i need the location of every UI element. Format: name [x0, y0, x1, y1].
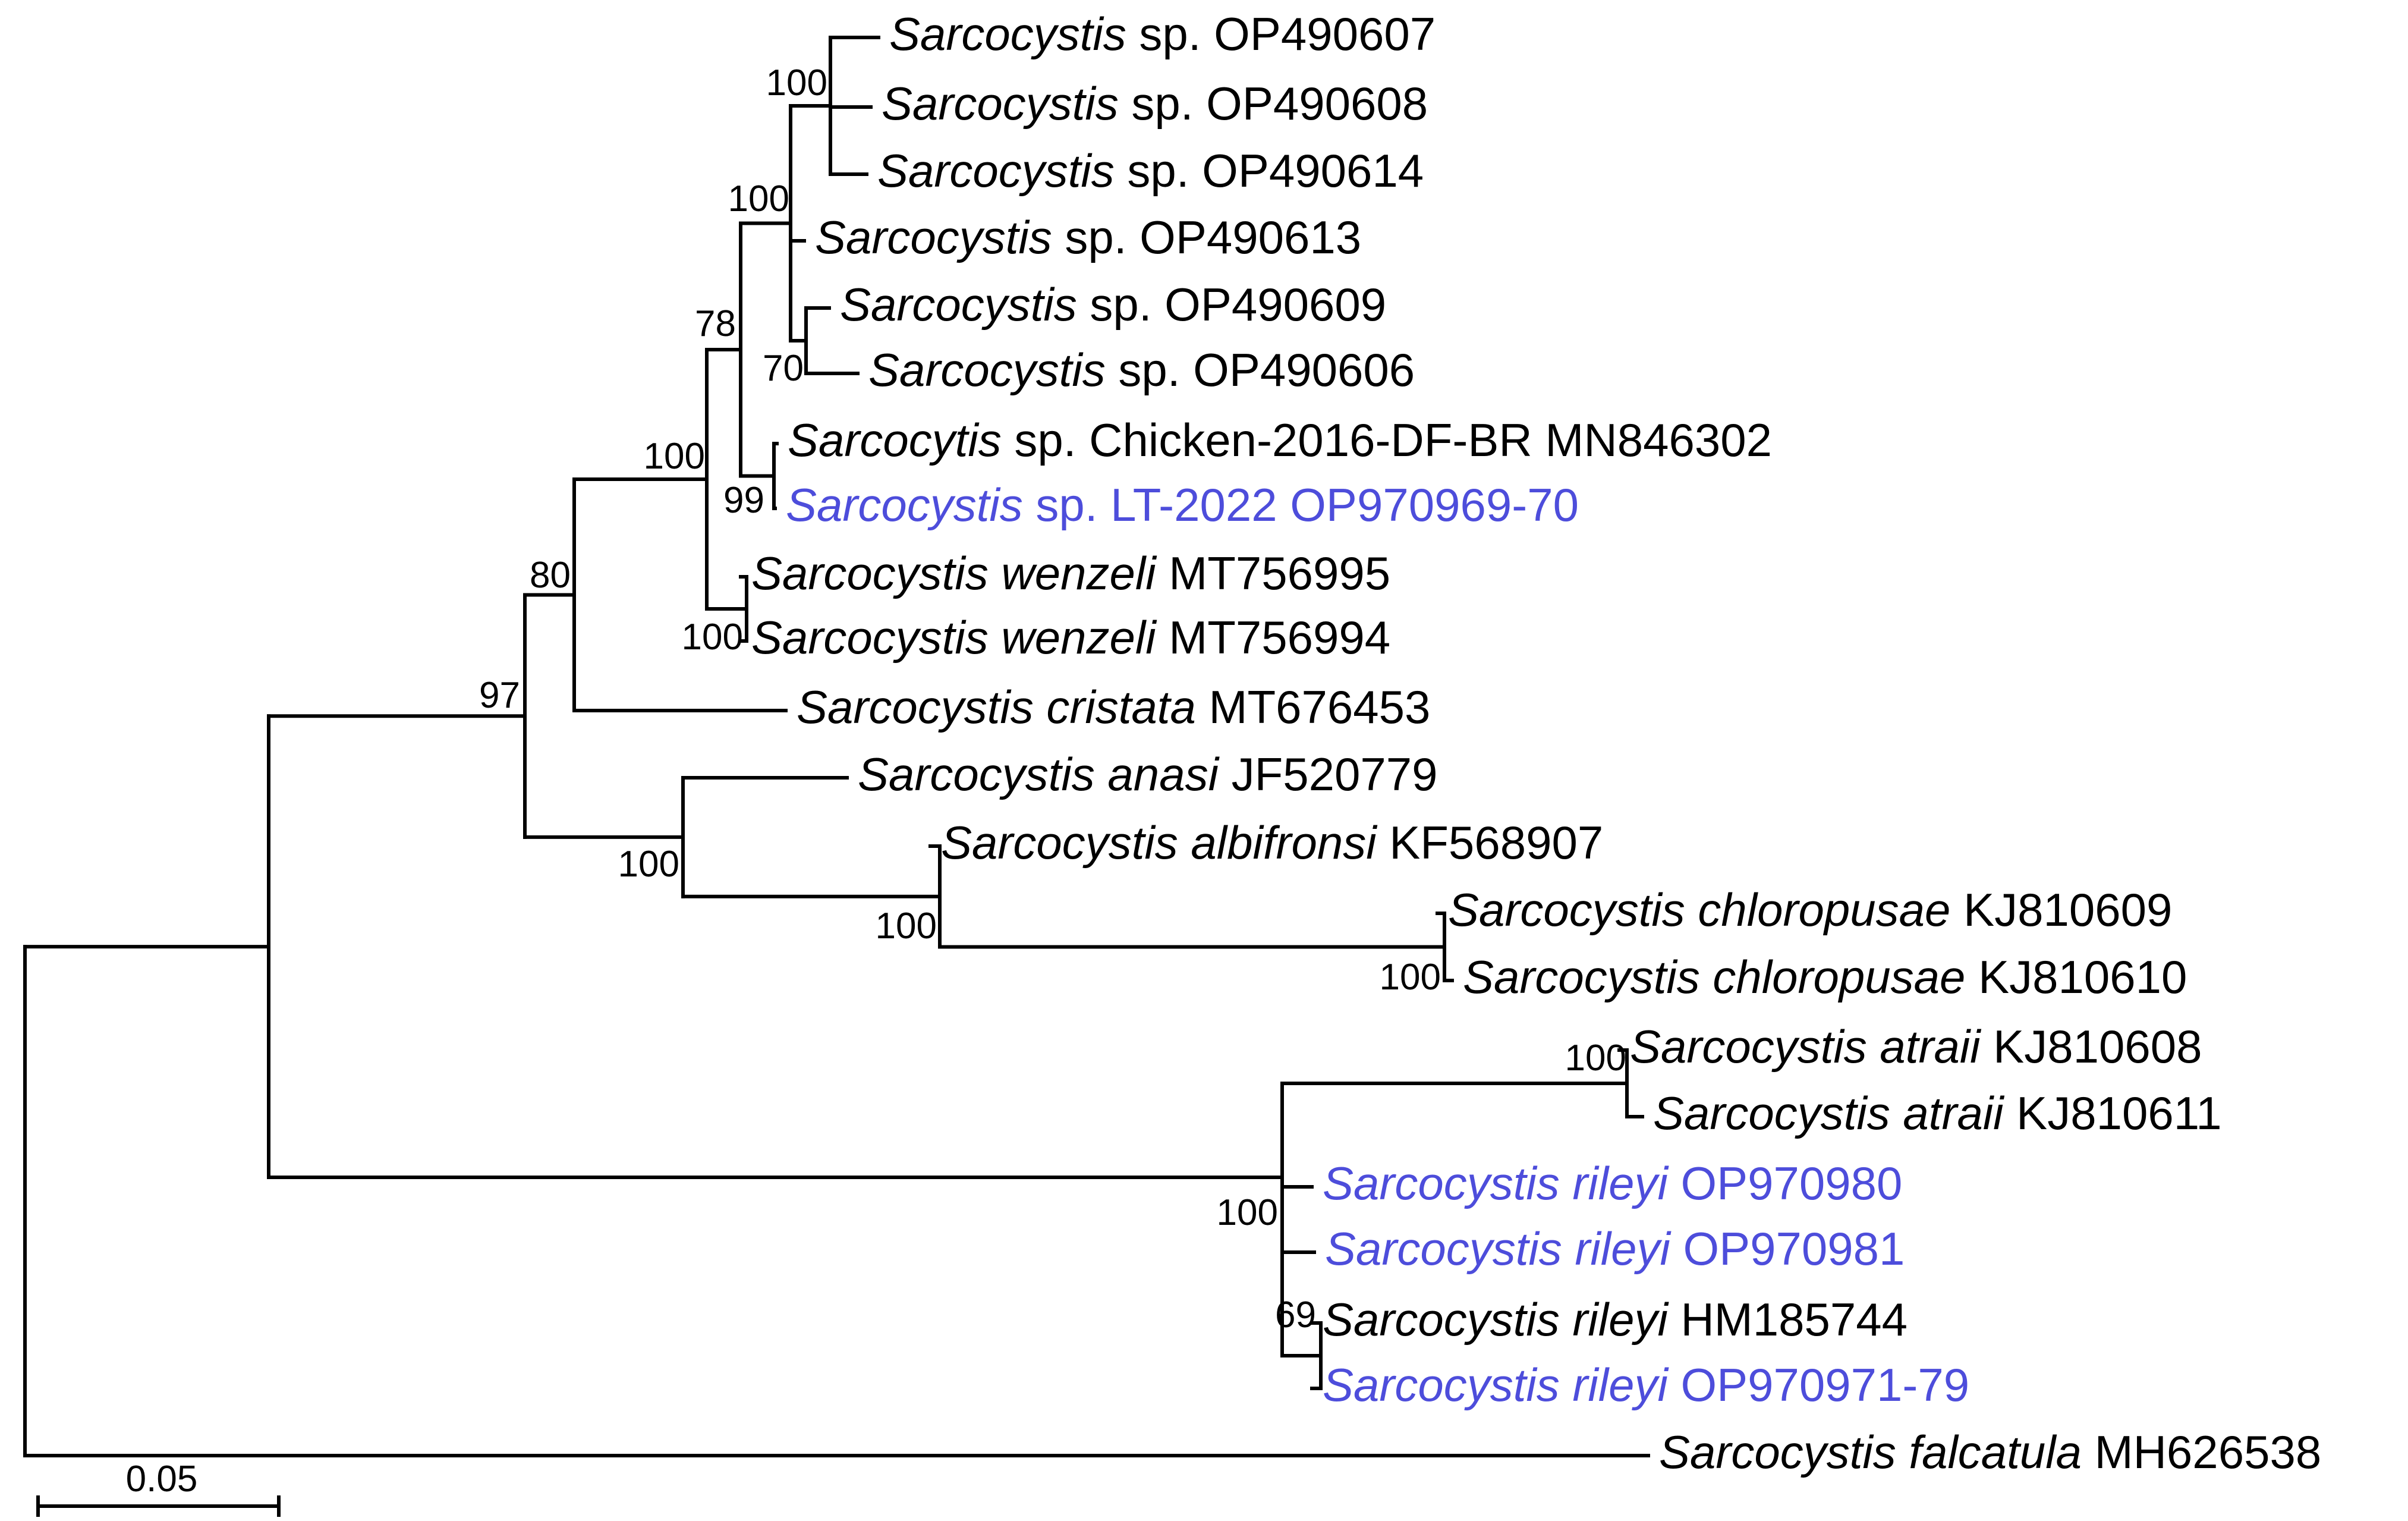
- scale-bar-line: [36, 1495, 281, 1517]
- taxon-label: Sarcocystis albifronsi KF568907: [941, 816, 1603, 869]
- taxon-species-name: Sarcocystis: [786, 479, 1023, 531]
- taxon-species-name: Sarcocystis rileyi: [1323, 1157, 1669, 1209]
- taxon-label: Sarcocystis atraii KJ810608: [1630, 1020, 2202, 1073]
- taxon-accession: KJ810609: [1950, 884, 2172, 936]
- taxon-species-name: Sarcocystis: [882, 77, 1119, 130]
- bootstrap-value: 70: [763, 348, 804, 389]
- taxon-label: Sarcocystis chloropusae KJ810610: [1463, 951, 2187, 1003]
- taxon-species-name: Sarcocystis anasi: [858, 748, 1220, 800]
- taxon-species-name: Sarcocystis rileyi: [1323, 1359, 1669, 1411]
- bootstrap-value: 100: [728, 178, 789, 219]
- bootstrap-value: 97: [479, 675, 520, 716]
- scale-bar: 0.05: [36, 1459, 281, 1517]
- taxon-accession: KJ810608: [1981, 1020, 2202, 1073]
- taxon-species-name: Sarcocystis rileyi: [1325, 1223, 1672, 1275]
- taxon-accession: JF520779: [1219, 748, 1438, 800]
- taxon-label: Sarcocystis sp. OP490607: [889, 8, 1436, 60]
- taxon-label: Sarcocystis sp. OP490613: [815, 211, 1361, 263]
- bootstrap-value: 100: [1565, 1038, 1626, 1079]
- taxon-accession: KJ810611: [2004, 1087, 2222, 1139]
- taxon-label: Sarcocystis falcatula MH626538: [1659, 1426, 2321, 1478]
- bootstrap-value: 100: [1380, 957, 1441, 998]
- bootstrap-value: 100: [618, 844, 679, 885]
- taxon-species-name: Sarcocystis: [868, 344, 1106, 396]
- taxon-label: Sarcocystis rileyi OP970980: [1323, 1157, 1902, 1209]
- taxon-label: Sarcocystis wenzeli MT756995: [751, 547, 1390, 599]
- taxon-accession: sp. OP490606: [1106, 344, 1415, 396]
- taxon-accession: OP970971-79: [1668, 1359, 1969, 1411]
- taxon-species-name: Sarcocystis wenzeli: [751, 611, 1157, 664]
- taxon-species-name: Sarcocystis: [840, 278, 1077, 331]
- taxon-species-name: Sarcocystis: [815, 211, 1052, 263]
- taxon-species-name: Sarcocystis wenzeli: [751, 547, 1157, 599]
- bootstrap-value: 100: [876, 906, 937, 947]
- taxon-accession: KJ810610: [1965, 951, 2187, 1003]
- bootstrap-value: 99: [723, 480, 764, 521]
- taxon-label: Sarcocystis sp. OP490614: [877, 144, 1424, 197]
- taxon-accession: sp. OP490613: [1052, 211, 1361, 263]
- taxon-label: Sarcocystis chloropusae KJ810609: [1448, 884, 2172, 936]
- taxon-label: Sarcocystis wenzeli MT756994: [751, 611, 1390, 664]
- taxon-label: Sarcocystis rileyi OP970981: [1325, 1223, 1905, 1275]
- taxon-label: Sarcocystis sp. LT-2022 OP970969-70: [786, 479, 1579, 531]
- bootstrap-value: 100: [766, 62, 827, 103]
- bootstrap-value: 80: [530, 555, 571, 596]
- taxon-accession: MH626538: [2082, 1426, 2321, 1478]
- taxon-label: Sarcocytis sp. Chicken-2016-DF-BR MN8463…: [788, 414, 1772, 466]
- taxon-label: Sarcocystis anasi JF520779: [858, 748, 1438, 800]
- taxon-accession: sp. OP490609: [1077, 278, 1386, 331]
- taxon-species-name: Sarcocystis: [877, 144, 1115, 197]
- bootstrap-value: 78: [695, 303, 736, 344]
- bootstrap-value: 69: [1275, 1294, 1316, 1335]
- taxon-accession: OP970980: [1668, 1157, 1903, 1209]
- tree-branches: [23, 36, 1650, 1457]
- taxon-label: Sarcocystis sp. OP490608: [882, 77, 1428, 130]
- taxon-species-name: Sarcocytis: [788, 414, 1002, 466]
- taxon-label: Sarcocystis sp. OP490609: [840, 278, 1386, 331]
- taxon-accession: sp. Chicken-2016-DF-BR MN846302: [1002, 414, 1772, 466]
- taxon-species-name: Sarcocystis rileyi: [1323, 1293, 1669, 1346]
- taxon-species-name: Sarcocystis albifronsi: [941, 816, 1378, 869]
- taxon-accession: sp. OP490608: [1119, 77, 1428, 130]
- taxon-accession: sp. LT-2022 OP970969-70: [1023, 479, 1579, 531]
- bootstrap-value: 100: [644, 436, 705, 477]
- bootstrap-value: 100: [682, 617, 743, 658]
- bootstrap-values: 100 100 70 99 78 100 100 80 97 100 100 100 100 100 69: [479, 62, 1626, 1335]
- taxon-label: Sarcocystis cristata MT676453: [797, 681, 1430, 733]
- taxon-label: Sarcocystis rileyi HM185744: [1323, 1293, 1907, 1346]
- taxon-species-name: Sarcocystis falcatula: [1659, 1426, 2082, 1478]
- taxon-accession: MT756995: [1156, 547, 1391, 599]
- taxon-label: Sarcocystis sp. OP490606: [868, 344, 1415, 396]
- taxon-species-name: Sarcocystis cristata: [797, 681, 1196, 733]
- taxon-species-name: Sarcocystis: [889, 8, 1126, 60]
- taxon-label: Sarcocystis atraii KJ810611: [1653, 1087, 2222, 1139]
- taxon-accession: sp. OP490607: [1126, 8, 1436, 60]
- taxon-accession: MT756994: [1156, 611, 1391, 664]
- taxon-species-name: Sarcocystis chloropusae: [1463, 951, 1965, 1003]
- scale-bar-label: 0.05: [126, 1459, 198, 1500]
- taxon-species-name: Sarcocystis atraii: [1630, 1020, 1982, 1073]
- taxon-accession: sp. OP490614: [1115, 144, 1424, 197]
- taxon-accession: HM185744: [1668, 1293, 1907, 1346]
- taxon-species-name: Sarcocystis atraii: [1653, 1087, 2005, 1139]
- taxon-label: Sarcocystis rileyi OP970971-79: [1323, 1359, 1969, 1411]
- bootstrap-value: 100: [1217, 1192, 1278, 1233]
- taxon-accession: KF568907: [1377, 816, 1604, 869]
- taxon-accession: MT676453: [1196, 681, 1431, 733]
- taxon-species-name: Sarcocystis chloropusae: [1448, 884, 1950, 936]
- taxon-accession: OP970981: [1670, 1223, 1905, 1275]
